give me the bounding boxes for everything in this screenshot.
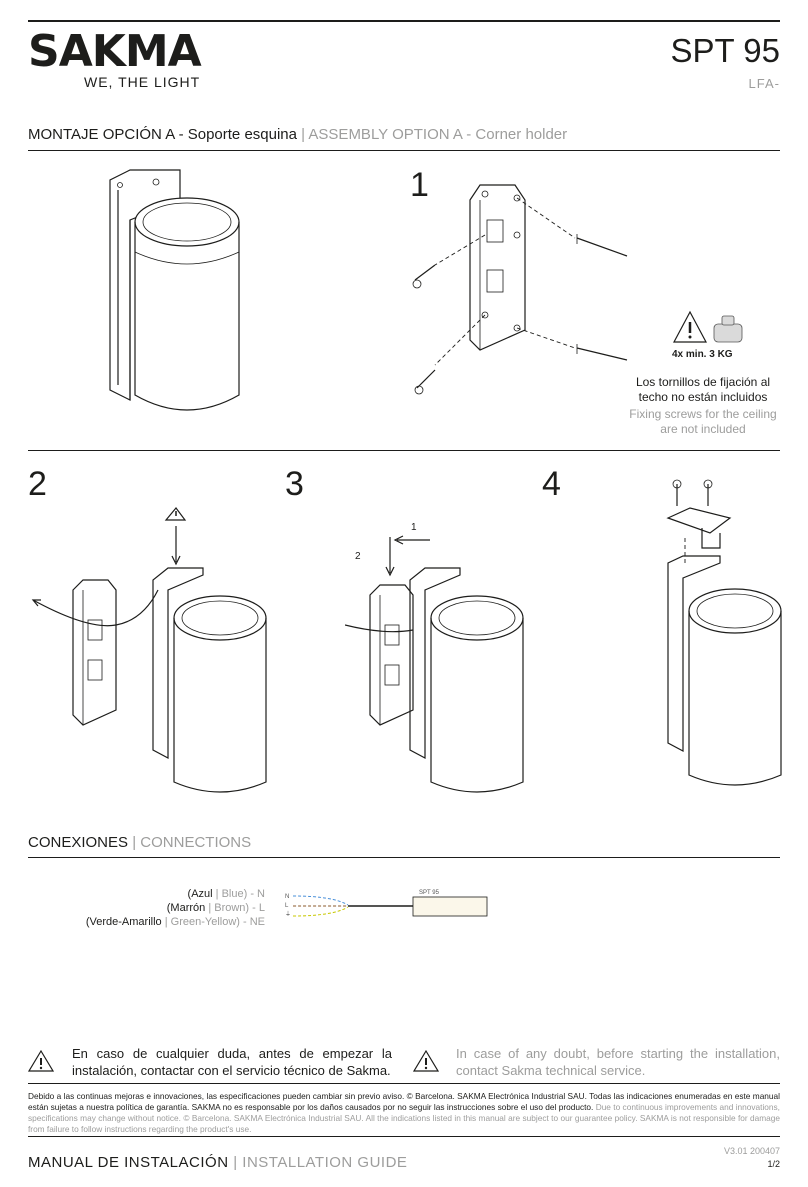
- connections-title-es: CONEXIONES: [28, 834, 129, 851]
- fixture-overview-illustration: [109, 169, 240, 411]
- arrow-label-2: 2: [355, 551, 361, 562]
- notice-es: En caso de cualquier duda, antes de empe…: [72, 1046, 392, 1078]
- legal-es: Debido a las continuas mejoras e innovac…: [28, 1091, 780, 1112]
- legal-fineprint: Debido a las continuas mejoras e innovac…: [28, 1091, 780, 1135]
- step-number-3: 3: [285, 465, 304, 503]
- warning-icon: [28, 1049, 54, 1072]
- title-separator: |: [233, 1154, 238, 1171]
- section-rule: [28, 857, 780, 858]
- step-number-2: 2: [28, 465, 47, 503]
- wire-row-live: (Marrón | Brown) - L: [166, 902, 265, 914]
- section-rule: [28, 1136, 780, 1137]
- brand-tagline: WE, THE LIGHT: [84, 74, 201, 90]
- document-version: V3.01 200407: [723, 1146, 780, 1156]
- step-number-4: 4: [542, 465, 561, 503]
- section-rule: [28, 1083, 780, 1084]
- product-reference: LFA-: [748, 76, 780, 91]
- screws-note-es: Los tornillos de fijación al techo no es…: [635, 375, 771, 404]
- wiring-letters: N L ⏚: [285, 894, 292, 918]
- step-number-1: 1: [410, 166, 429, 204]
- weight-label: 4x min. 3 KG: [672, 349, 733, 360]
- wiring-diagram: [292, 895, 488, 917]
- assembly-section-title: MONTAJE OPCIÓN A - Soporte esquina | ASS…: [28, 126, 567, 143]
- connections-title-en: CONNECTIONS: [140, 834, 252, 851]
- warning-icon: [413, 1049, 439, 1072]
- warning-weight-icons: [673, 310, 743, 343]
- wire-row-earth: (Verde-Amarillo | Green-Yellow) - NE: [85, 916, 265, 928]
- title-separator: |: [132, 834, 137, 851]
- step-2-illustration: [31, 507, 267, 793]
- page-number: 1/2: [767, 1159, 780, 1169]
- footer-title-en: INSTALLATION GUIDE: [242, 1154, 408, 1171]
- assembly-title-es: MONTAJE OPCIÓN A - Soporte esquina: [28, 126, 297, 143]
- wire-row-neutral: (Azul | Blue) - N: [187, 888, 265, 900]
- top-rule: [28, 20, 780, 22]
- screws-note-en: Fixing screws for the ceiling are not in…: [629, 407, 777, 436]
- assembly-title-en: ASSEMBLY OPTION A - Corner holder: [308, 126, 568, 143]
- footer-title-es: MANUAL DE INSTALACIÓN: [28, 1154, 229, 1171]
- notice-en: In case of any doubt, before starting th…: [456, 1046, 780, 1078]
- wiring-product-label: SPT 95: [419, 890, 439, 896]
- brand-logo: SAKMA: [28, 26, 202, 77]
- title-separator: |: [301, 126, 306, 143]
- section-rule: [28, 450, 780, 451]
- arrow-label-1: 1: [411, 522, 417, 533]
- step-4-illustration: [666, 479, 782, 786]
- wire-legend: (Azul | Blue) - N (Marrón | Brown) - L (…: [40, 887, 265, 929]
- section-rule: [28, 150, 780, 151]
- connections-section-title: CONEXIONES | CONNECTIONS: [28, 834, 251, 851]
- step-1-illustration: [412, 184, 628, 395]
- legal-en: Due to continuous improvements and innov…: [28, 1102, 780, 1134]
- product-model: SPT 95: [670, 32, 780, 69]
- footer-title: MANUAL DE INSTALACIÓN | INSTALLATION GUI…: [28, 1154, 407, 1171]
- step-3-arrows: [385, 535, 430, 577]
- step-3-illustration: [345, 567, 524, 793]
